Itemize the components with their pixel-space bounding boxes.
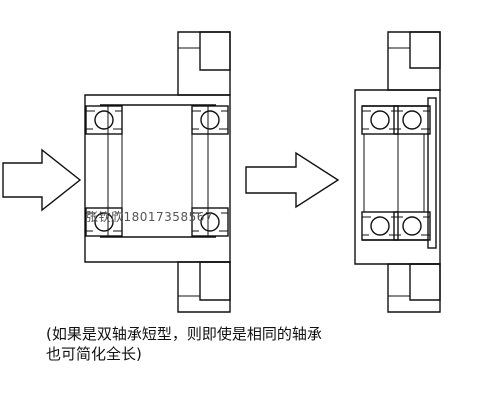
caption: (如果是双轴承短型，则即使是相同的轴承 也可简化全长) [46,324,466,364]
watermark-text: 张钦欣18017358567 [86,210,213,224]
caption-line-2: 也可简化全长) [46,345,142,363]
bearing-right-top-right [393,105,431,135]
arrow-left [2,148,82,212]
arrow-middle [245,151,340,209]
bearing-right-top-left [361,105,399,135]
left-assembly [84,31,231,313]
bearing-right-bottom-right [393,211,431,241]
right-assembly [354,31,441,313]
caption-line-1: (如果是双轴承短型，则即使是相同的轴承 [46,325,322,343]
bearing-top-right [191,105,229,135]
bearing-top-left [85,105,123,135]
bearing-right-bottom-left [361,211,399,241]
